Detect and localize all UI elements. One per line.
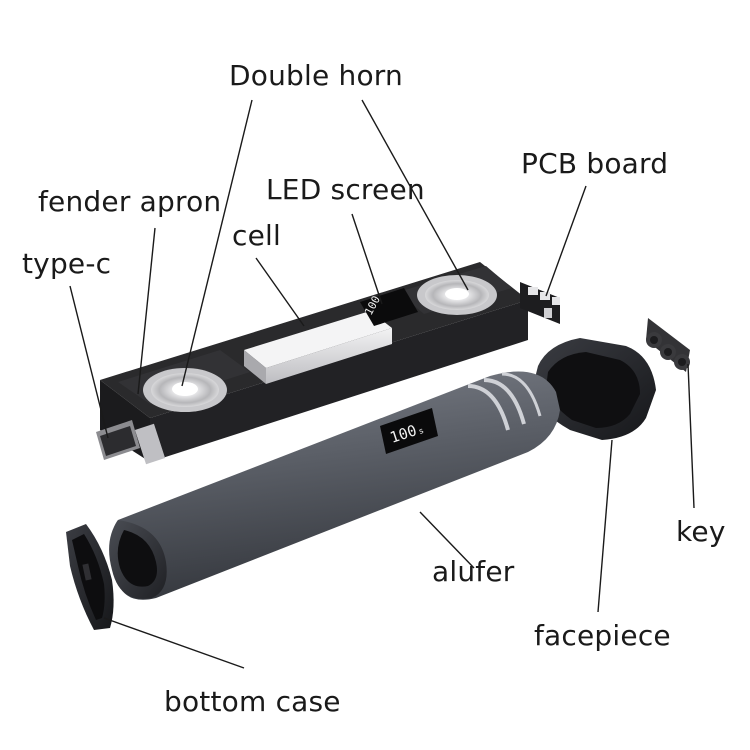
cell-battery [244, 311, 392, 384]
facepiece [532, 338, 656, 440]
leader-alufer [419, 511, 475, 569]
leader-type-c [69, 285, 109, 439]
label-key: key [676, 515, 726, 548]
pcb-board [520, 282, 560, 324]
bottom-case [66, 524, 114, 630]
leader-pcb-board [545, 185, 587, 297]
speaker-right [417, 275, 497, 315]
label-facepiece: facepiece [534, 619, 671, 652]
alufer-housing: 100 s [109, 371, 560, 600]
leader-double-horn-right [361, 99, 469, 291]
internal-frame-assembly: 100 [96, 262, 560, 465]
speaker-left [143, 368, 227, 412]
leader-cell [255, 257, 305, 327]
key-buttons [646, 318, 690, 372]
label-led-screen: LED screen [266, 173, 425, 206]
label-cell: cell [232, 219, 281, 252]
leader-bottom-case [103, 617, 245, 669]
housing-display-unit: s [418, 426, 425, 436]
type-c-port [96, 420, 166, 465]
leader-double-horn-left [181, 99, 253, 387]
housing-display: 100 s [380, 408, 438, 454]
label-type-c: type-c [22, 247, 112, 280]
label-fender-apron: fender apron [38, 185, 222, 218]
label-bottom-case: bottom case [164, 685, 341, 718]
leader-lines [69, 99, 695, 669]
frame-side [150, 300, 528, 462]
label-double-horn: Double horn [229, 59, 403, 92]
led-screen-module: 100 [360, 288, 418, 326]
label-pcb-board: PCB board [521, 147, 669, 180]
label-alufer: alufer [432, 555, 515, 588]
leader-led-screen [351, 213, 383, 305]
leader-key [687, 363, 695, 509]
leader-facepiece [597, 439, 613, 613]
leader-fender-apron [137, 227, 156, 395]
